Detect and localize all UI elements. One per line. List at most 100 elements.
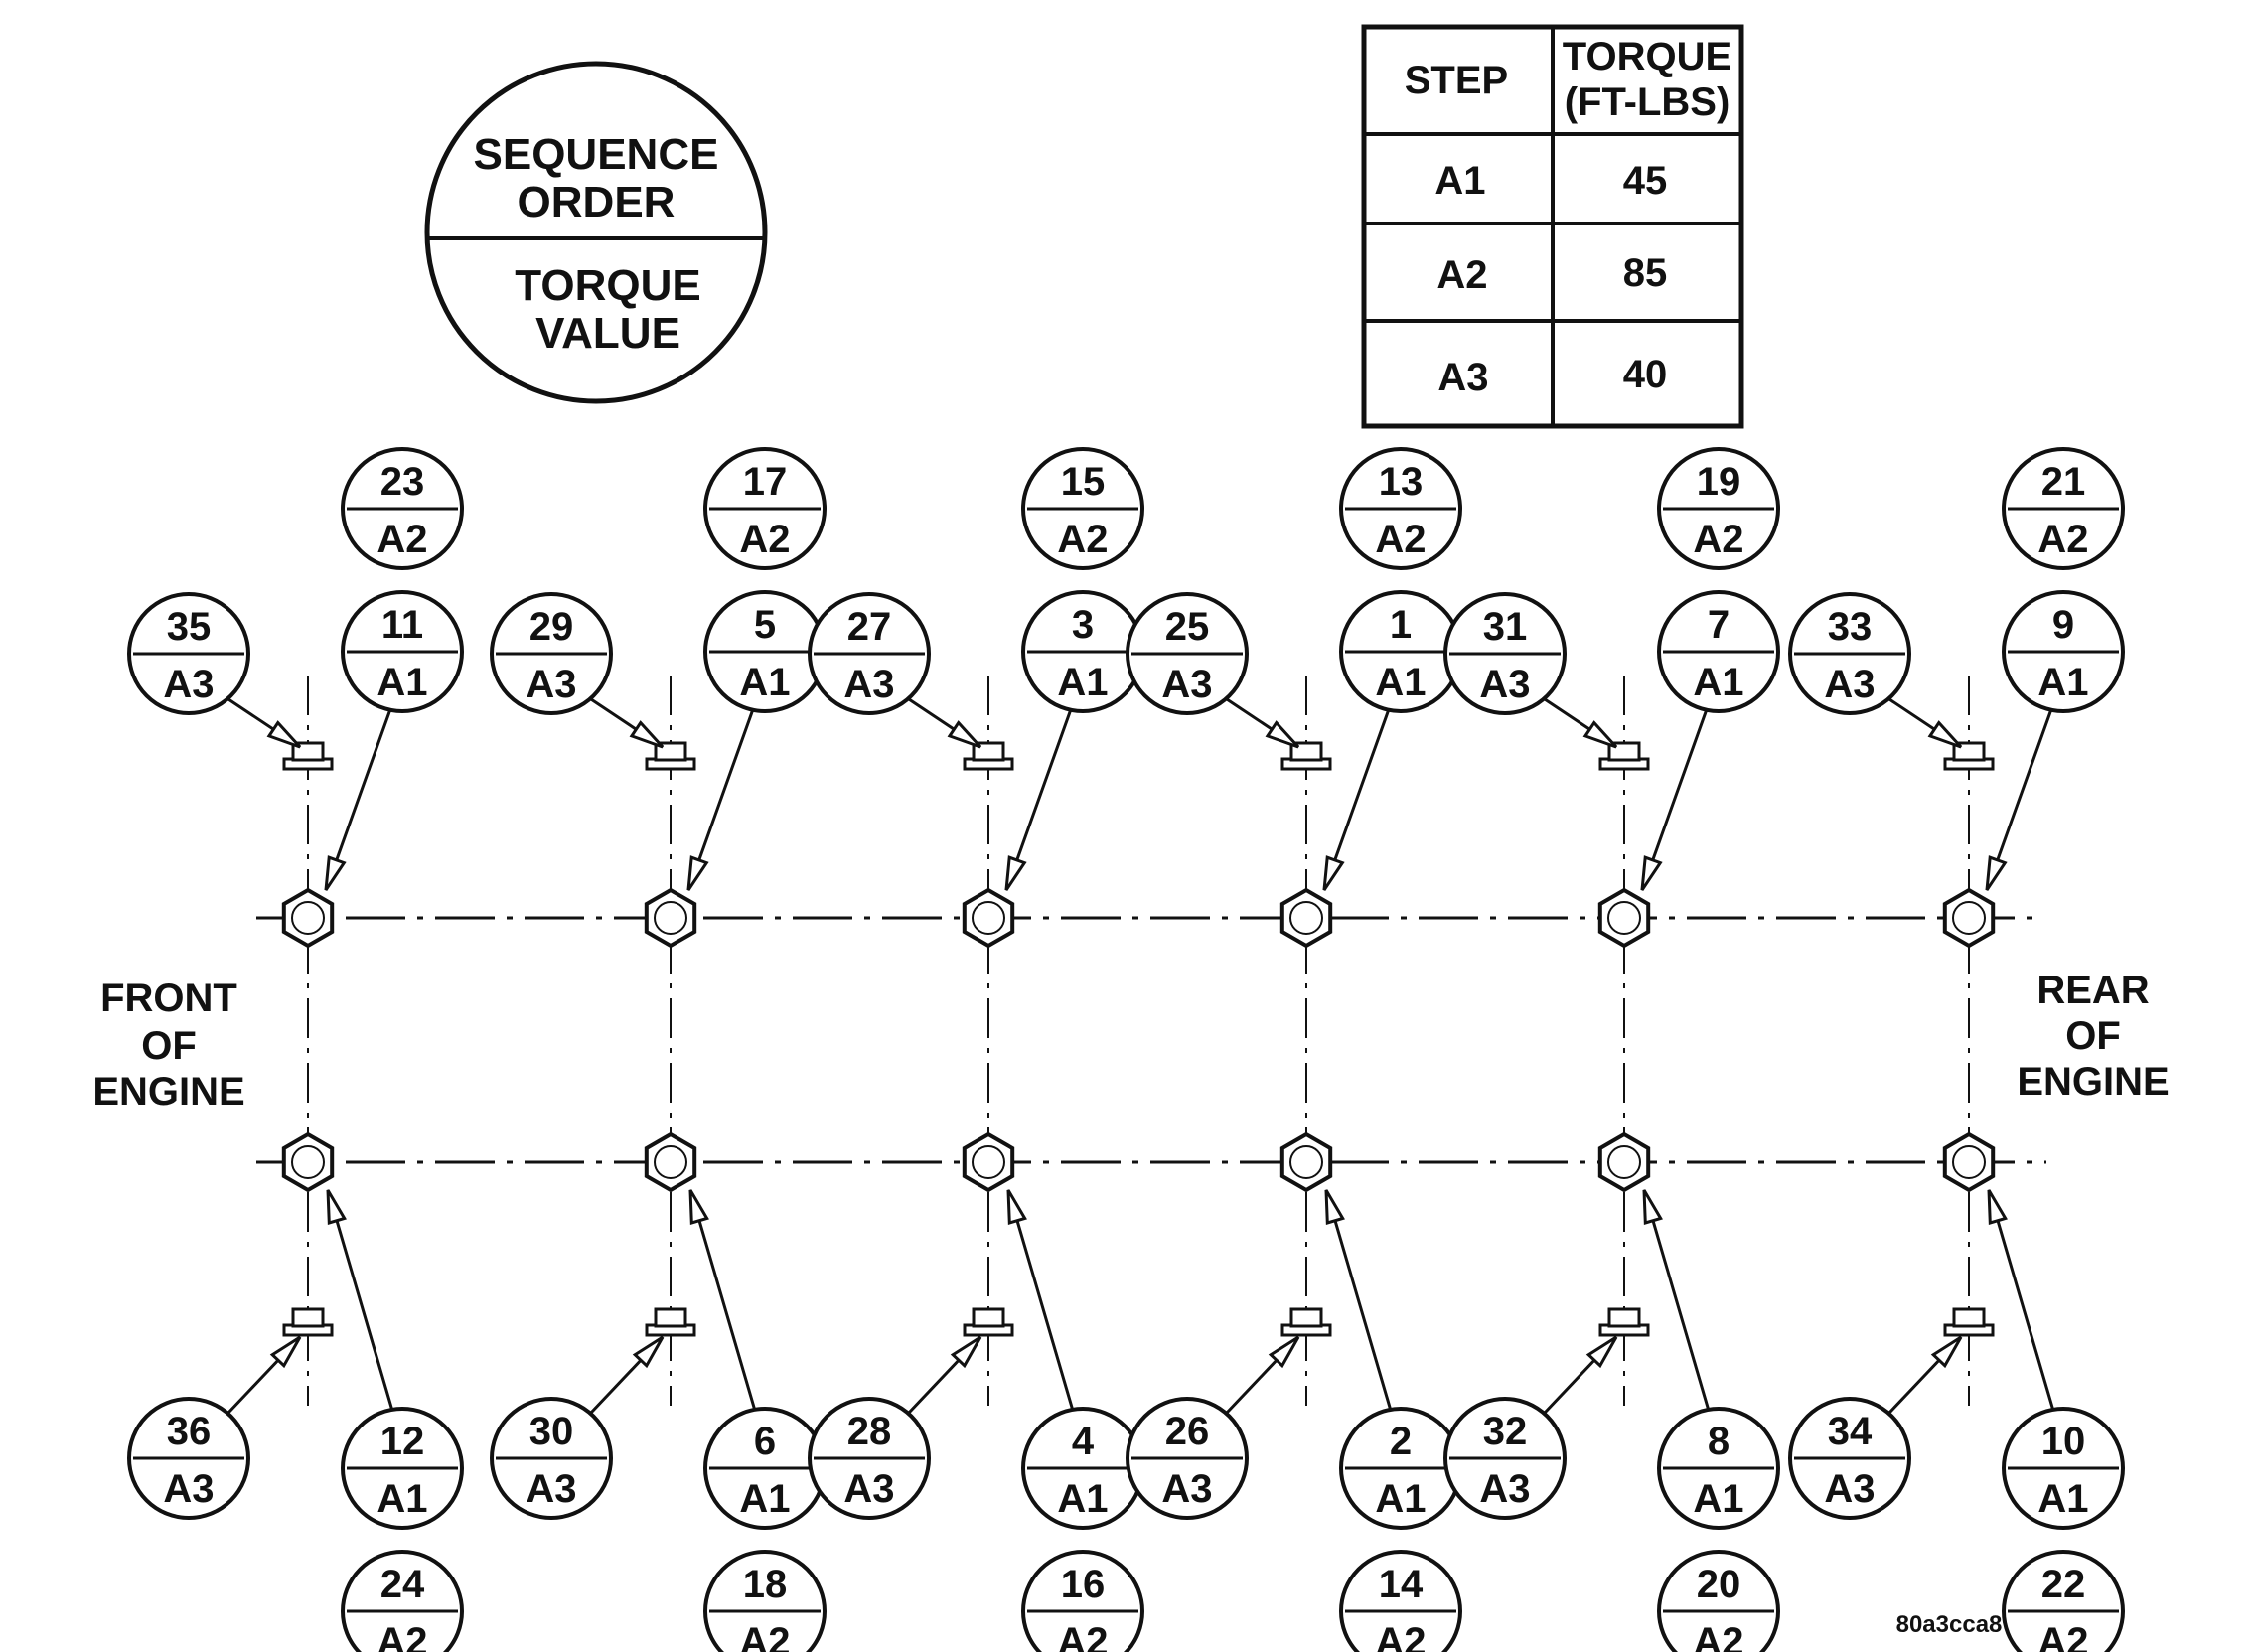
sequence-number: 17 (743, 460, 788, 504)
torque-step: A3 (163, 663, 214, 706)
top-a1-badge: 3A1 (1021, 590, 1144, 713)
bolt-washer-icon (291, 901, 325, 935)
head-bolt-hex-icon (1942, 1131, 1996, 1193)
sequence-number: 30 (529, 1410, 574, 1453)
torque-step: A1 (1375, 1477, 1426, 1521)
leader-arrow (324, 855, 347, 891)
table-header-units: (FT-LBS) (1565, 80, 1730, 124)
small-bolt-icon (1598, 741, 1650, 771)
bolt-washer-icon (1289, 901, 1323, 935)
sequence-number: 6 (754, 1420, 776, 1463)
leader-arrow (266, 720, 302, 749)
top-a1-badge: 1A1 (1339, 590, 1462, 713)
bottom-a1-badge: 2A1 (1339, 1407, 1462, 1530)
leader-arrow (1927, 720, 1963, 749)
sequence-number: 7 (1708, 603, 1730, 647)
small-bolt-icon (1943, 741, 1995, 771)
table-row-torque: 45 (1623, 159, 1668, 203)
sequence-number: 31 (1483, 605, 1528, 649)
svg-text:ENGINE: ENGINE (2017, 1060, 2169, 1104)
leader-arrow (1324, 1189, 1345, 1225)
torque-step: A2 (1375, 1620, 1426, 1652)
figure-id: 80a3cca8 (1896, 1611, 2003, 1638)
sequence-number: 22 (2041, 1563, 2086, 1606)
leader-arrow (947, 720, 982, 749)
torque-step: A1 (1057, 1477, 1108, 1521)
sequence-number: 2 (1390, 1420, 1412, 1463)
torque-step: A3 (1161, 663, 1212, 706)
sequence-number: 4 (1072, 1420, 1095, 1463)
svg-text:FRONT: FRONT (100, 976, 237, 1020)
bolt-washer-icon (1289, 1145, 1323, 1179)
sequence-number: 35 (167, 605, 212, 649)
leader-arrow (1642, 1189, 1663, 1225)
torque-step: A3 (1479, 1467, 1530, 1511)
torque-step: A3 (843, 663, 894, 706)
torque-step: A2 (1057, 518, 1108, 561)
sequence-number: 12 (380, 1420, 425, 1463)
head-bolt-hex-icon (644, 1131, 697, 1193)
torque-step: A1 (1057, 661, 1108, 704)
sequence-number: 14 (1379, 1563, 1424, 1606)
torque-step: A1 (2037, 661, 2088, 704)
torque-step: A2 (739, 518, 790, 561)
sequence-number: 13 (1379, 460, 1424, 504)
bolt-row-centerlines (256, 916, 2046, 1164)
leader-arrow (686, 855, 709, 891)
top-a1-badge: 5A1 (703, 590, 827, 713)
table-row-torque: 85 (1623, 251, 1668, 295)
legend-value-label: VALUE (535, 309, 680, 358)
small-bolt-icon (1280, 1307, 1332, 1337)
torque-step: A2 (376, 518, 427, 561)
table-row-step: A3 (1437, 356, 1488, 399)
table-header-torque: TORQUE (1563, 35, 1731, 78)
bolt-washer-icon (654, 1145, 687, 1179)
svg-text:REAR: REAR (2036, 969, 2149, 1012)
leader-arrow (1985, 855, 2008, 891)
leader-arrow (326, 1189, 347, 1225)
torque-step: A3 (526, 1467, 576, 1511)
small-bolt-icon (1598, 1307, 1650, 1337)
torque-table: STEP TORQUE (FT-LBS) A1 45 A2 85 A3 40 (1361, 24, 1744, 429)
sequence-number: 3 (1072, 603, 1094, 647)
torque-step: A1 (376, 1477, 427, 1521)
sequence-number: 23 (380, 460, 425, 504)
sequence-number: 32 (1483, 1410, 1528, 1453)
torque-step: A2 (376, 1620, 427, 1652)
torque-step: A1 (376, 661, 427, 704)
small-bolt-icon (963, 1307, 1014, 1337)
head-bolt-hex-icon (644, 887, 697, 949)
small-bolt-icon (963, 741, 1014, 771)
table-row-step: A2 (1436, 253, 1487, 297)
bolt-washer-icon (1607, 1145, 1641, 1179)
head-bolt-hex-icon (1942, 887, 1996, 949)
bolt-washer-icon (1952, 901, 1986, 935)
bolt-washer-icon (291, 1145, 325, 1179)
table-header-step: STEP (1405, 59, 1508, 102)
small-bolt-icon (282, 1307, 334, 1337)
bolt-washer-icon (654, 901, 687, 935)
sequence-number: 36 (167, 1410, 212, 1453)
leader-arrow (950, 1335, 982, 1369)
head-bolt-hex-icon (281, 887, 335, 949)
sequence-number: 9 (2052, 603, 2074, 647)
head-bolt-hex-icon (962, 1131, 1015, 1193)
sequence-number: 34 (1828, 1410, 1873, 1453)
